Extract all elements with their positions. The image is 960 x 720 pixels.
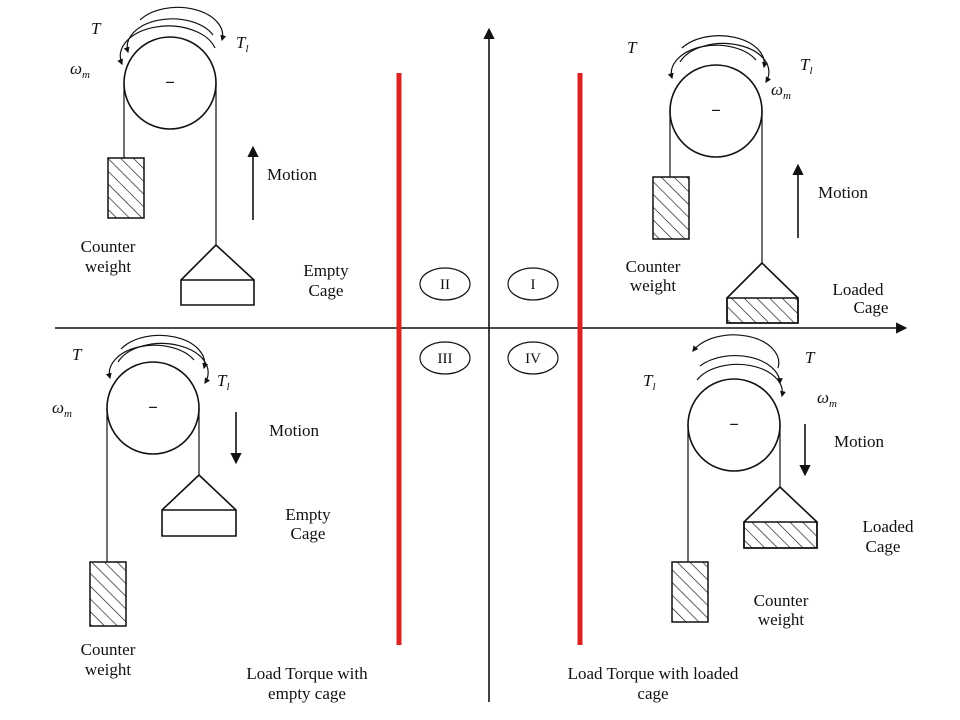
quadrant-iii-hoist: T Tl ωm − Counter weight Motion Empty Ca…	[52, 334, 331, 679]
torque-symbol: T	[91, 19, 102, 38]
cage-label-line2: Cage	[309, 281, 344, 300]
drum-minus-sign: −	[148, 398, 158, 417]
drum-minus-sign: −	[165, 73, 175, 92]
counterweight-label-line1: Counter	[626, 257, 681, 276]
motion-label: Motion	[269, 421, 320, 440]
caption-right-line2: cage	[637, 684, 668, 703]
cage-label-line1: Loaded	[833, 280, 884, 299]
motion-label: Motion	[834, 432, 885, 451]
speed-arrow	[117, 25, 216, 66]
counter-weight-block	[107, 157, 145, 219]
speed-symbol: ωm	[817, 388, 837, 410]
cage-label-line2: Cage	[854, 298, 889, 317]
caption-left-line2: empty cage	[268, 684, 346, 703]
counter-weight-block	[89, 561, 127, 627]
counter-weight-block	[671, 561, 709, 623]
svg-text:I: I	[531, 277, 536, 293]
load-torque-symbol: Tl	[217, 371, 230, 393]
torque-symbol: T	[72, 345, 83, 364]
counterweight-label-line2: weight	[630, 276, 677, 295]
counterweight-label-line1: Counter	[754, 591, 809, 610]
quadrant-label-i: I	[507, 267, 559, 301]
motion-label: Motion	[818, 183, 869, 202]
speed-arrow	[117, 342, 211, 385]
motor-torque-arrow	[123, 18, 214, 54]
speed-arrow	[679, 42, 772, 84]
speed-symbol: ωm	[70, 59, 90, 81]
drum-minus-sign: −	[711, 101, 721, 120]
cage-label-line1: Empty	[285, 505, 331, 524]
counter-weight-block	[652, 176, 690, 240]
quadrant-label-iv: IV	[507, 341, 559, 375]
empty-cage	[180, 243, 255, 306]
torque-symbol: T	[627, 38, 638, 57]
loaded-cage	[743, 485, 818, 549]
counterweight-label-line2: weight	[85, 660, 132, 679]
motor-torque-arrow	[692, 334, 780, 369]
load-torque-symbol: Tl	[236, 33, 249, 55]
counterweight-label-line1: Counter	[81, 640, 136, 659]
empty-cage	[161, 473, 237, 537]
quadrant-label-ii: II	[419, 267, 471, 301]
speed-arrow	[696, 363, 786, 398]
svg-text:IV: IV	[525, 351, 541, 367]
counterweight-label-line2: weight	[85, 257, 132, 276]
speed-symbol: ωm	[52, 398, 72, 420]
loaded-cage	[726, 261, 799, 324]
svg-text:II: II	[440, 277, 450, 293]
svg-text:III: III	[438, 351, 453, 367]
quadrant-i-hoist: T Tl ωm − Counter weight Motion Loaded C…	[626, 35, 889, 324]
cage-label-line2: Cage	[291, 524, 326, 543]
counterweight-label-line1: Counter	[81, 237, 136, 256]
load-torque-arrow	[681, 35, 768, 69]
cage-label-line2: Cage	[866, 537, 901, 556]
caption-right-line1: Load Torque with loaded	[568, 664, 739, 683]
motion-label: Motion	[267, 165, 318, 184]
cage-label-line1: Loaded	[863, 517, 914, 536]
counterweight-label-line2: weight	[758, 610, 805, 629]
quadrant-label-iii: III	[419, 341, 471, 375]
cage-label-line1: Empty	[303, 261, 349, 280]
drum-minus-sign: −	[729, 415, 739, 434]
load-torque-arrow	[120, 334, 209, 370]
quadrant-ii-hoist: T Tl ωm − Counter weight Motion Empty Ca…	[70, 6, 349, 306]
quadrant-iv-hoist: T Tl ωm − Counter weight Motion Loaded C…	[643, 334, 914, 629]
load-torque-arrow	[699, 355, 783, 385]
caption-left-line1: Load Torque with	[246, 664, 368, 683]
torque-symbol: T	[805, 348, 816, 367]
load-torque-arrow	[139, 6, 227, 42]
load-torque-symbol: Tl	[800, 55, 813, 77]
speed-symbol: ωm	[771, 80, 791, 102]
load-torque-symbol: Tl	[643, 371, 656, 393]
